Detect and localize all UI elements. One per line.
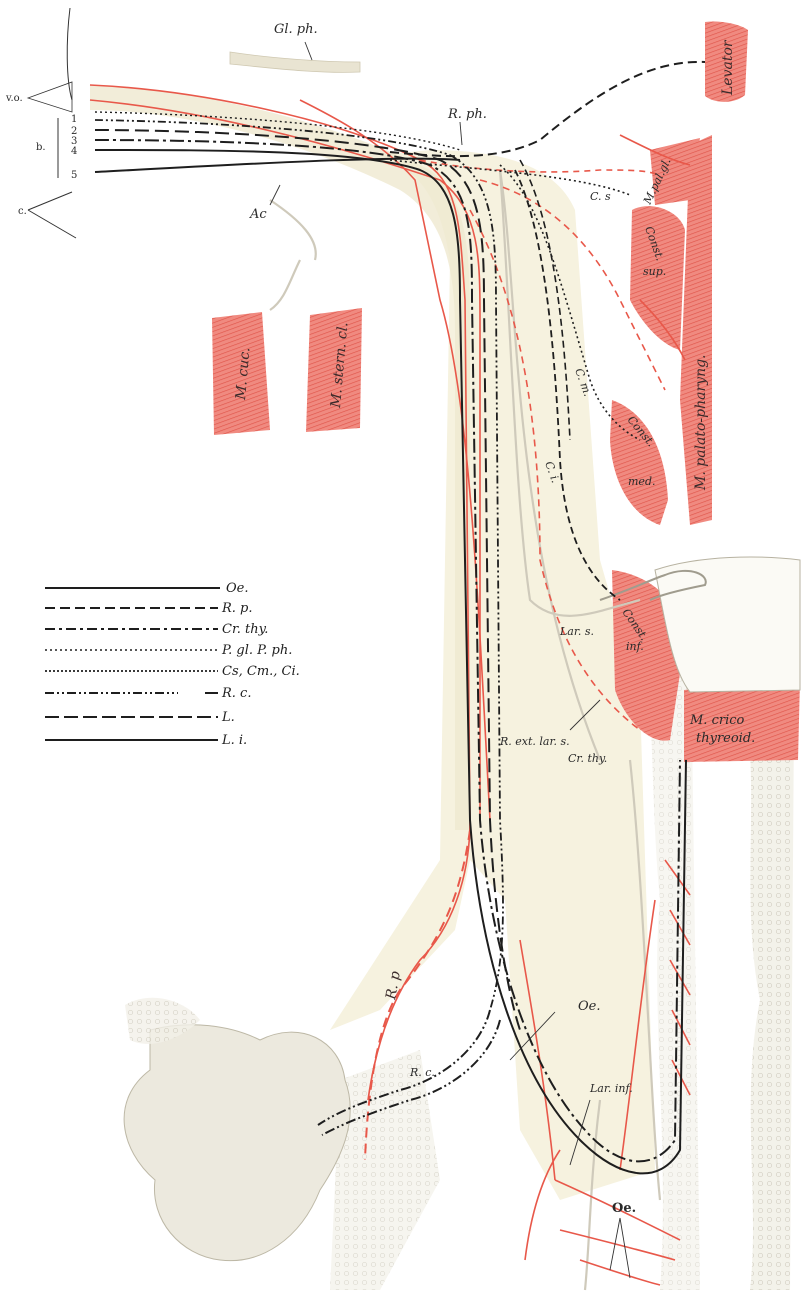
label-oe-bottom: Oe. [612,1201,636,1216]
glossopharyngeal-band [230,52,360,72]
label-const-inf-2: inf. [626,640,644,653]
label-ac: Ac [249,207,267,222]
legend: Oe. R. p. Cr. thy. P. gl. P. ph. Cs, Cm.… [221,581,300,748]
label-n4: 4 [71,146,77,157]
label-m-crico-1: M. crico [689,713,745,728]
legend-crthy: Cr. thy. [222,622,268,637]
label-r-c: R. c. [409,1066,435,1079]
label-cs: C. s [590,190,611,203]
legend-cs: Cs, Cm., Ci. [222,664,300,679]
label-const-sup-2: sup. [643,265,666,278]
tissue-sheet [330,150,655,1200]
r-ph-branch [390,62,705,156]
label-m-crico-2: thyreoid. [696,731,755,746]
legend-oe: Oe. [226,581,248,596]
label-levator: Levator [720,39,736,96]
label-n5: 5 [71,170,77,181]
muscle-const-sup [630,206,685,350]
label-oe-mid: Oe. [578,999,600,1014]
legend-lines [45,588,220,740]
label-lar-inf: Lar. inf. [589,1082,633,1095]
label-vo: v.o. [5,93,23,104]
label-r-ph: R. ph. [447,107,487,122]
label-r-ext-lar-s: R. ext. lar. s. [499,735,570,748]
legend-l: L. [221,710,235,725]
label-n1: 1 [71,114,77,125]
label-cr-thy: Cr. thy. [568,752,607,765]
legend-rp: R. p. [221,601,253,616]
tissue-band [90,85,470,830]
origin-brackets [28,8,76,238]
label-gl-ph: Gl. ph. [274,22,318,37]
label-m-palato-pharyng: M. palato-pharyng. [693,354,709,491]
label-c: c. [18,206,27,217]
label-lar-s: Lar. s. [559,625,594,638]
legend-rc: R. c. [221,686,251,701]
label-const-med-2: med. [628,475,655,488]
label-b: b. [36,142,46,153]
heart-mass [124,1025,350,1261]
legend-pgl: P. gl. P. ph. [221,643,292,658]
legend-li: L. i. [221,733,247,748]
